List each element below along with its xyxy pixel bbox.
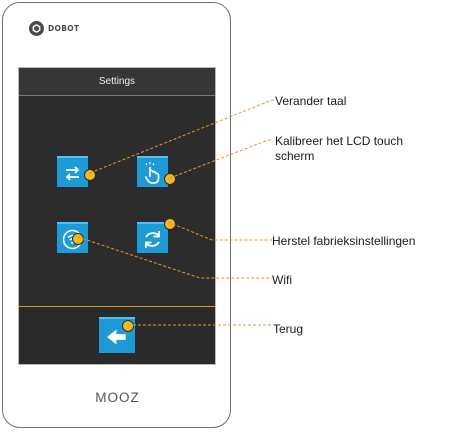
- language-marker: [84, 169, 96, 181]
- swap-arrows-icon: [65, 166, 80, 181]
- back-arrow-icon: [107, 329, 126, 345]
- reset-marker: [164, 218, 176, 230]
- reset-arrows-icon: [145, 231, 160, 248]
- callout-calibrate-line1: Kalibreer het LCD touch: [275, 134, 404, 148]
- callout-language: Verander taal: [275, 94, 347, 108]
- screen-title: Settings: [19, 68, 215, 96]
- wifi-marker: [72, 233, 84, 245]
- brand-label: MOOZ: [95, 390, 140, 405]
- callout-back: Terug: [273, 322, 304, 336]
- dobot-logo: DOBOT: [29, 21, 79, 36]
- back-marker: [122, 320, 134, 332]
- callout-wifi: Wifi: [272, 273, 292, 287]
- dobot-logo-icon: [29, 21, 44, 36]
- calibrate-touch-button[interactable]: [137, 156, 168, 187]
- callout-calibrate-line2: scherm: [275, 149, 315, 163]
- logo-text: DOBOT: [48, 24, 80, 33]
- factory-reset-button[interactable]: [137, 222, 168, 253]
- touch-hand-icon: [144, 162, 160, 184]
- calibrate-marker: [164, 173, 176, 185]
- callout-reset: Herstel fabrieksinstellingen: [272, 234, 416, 248]
- language-button[interactable]: [57, 156, 88, 187]
